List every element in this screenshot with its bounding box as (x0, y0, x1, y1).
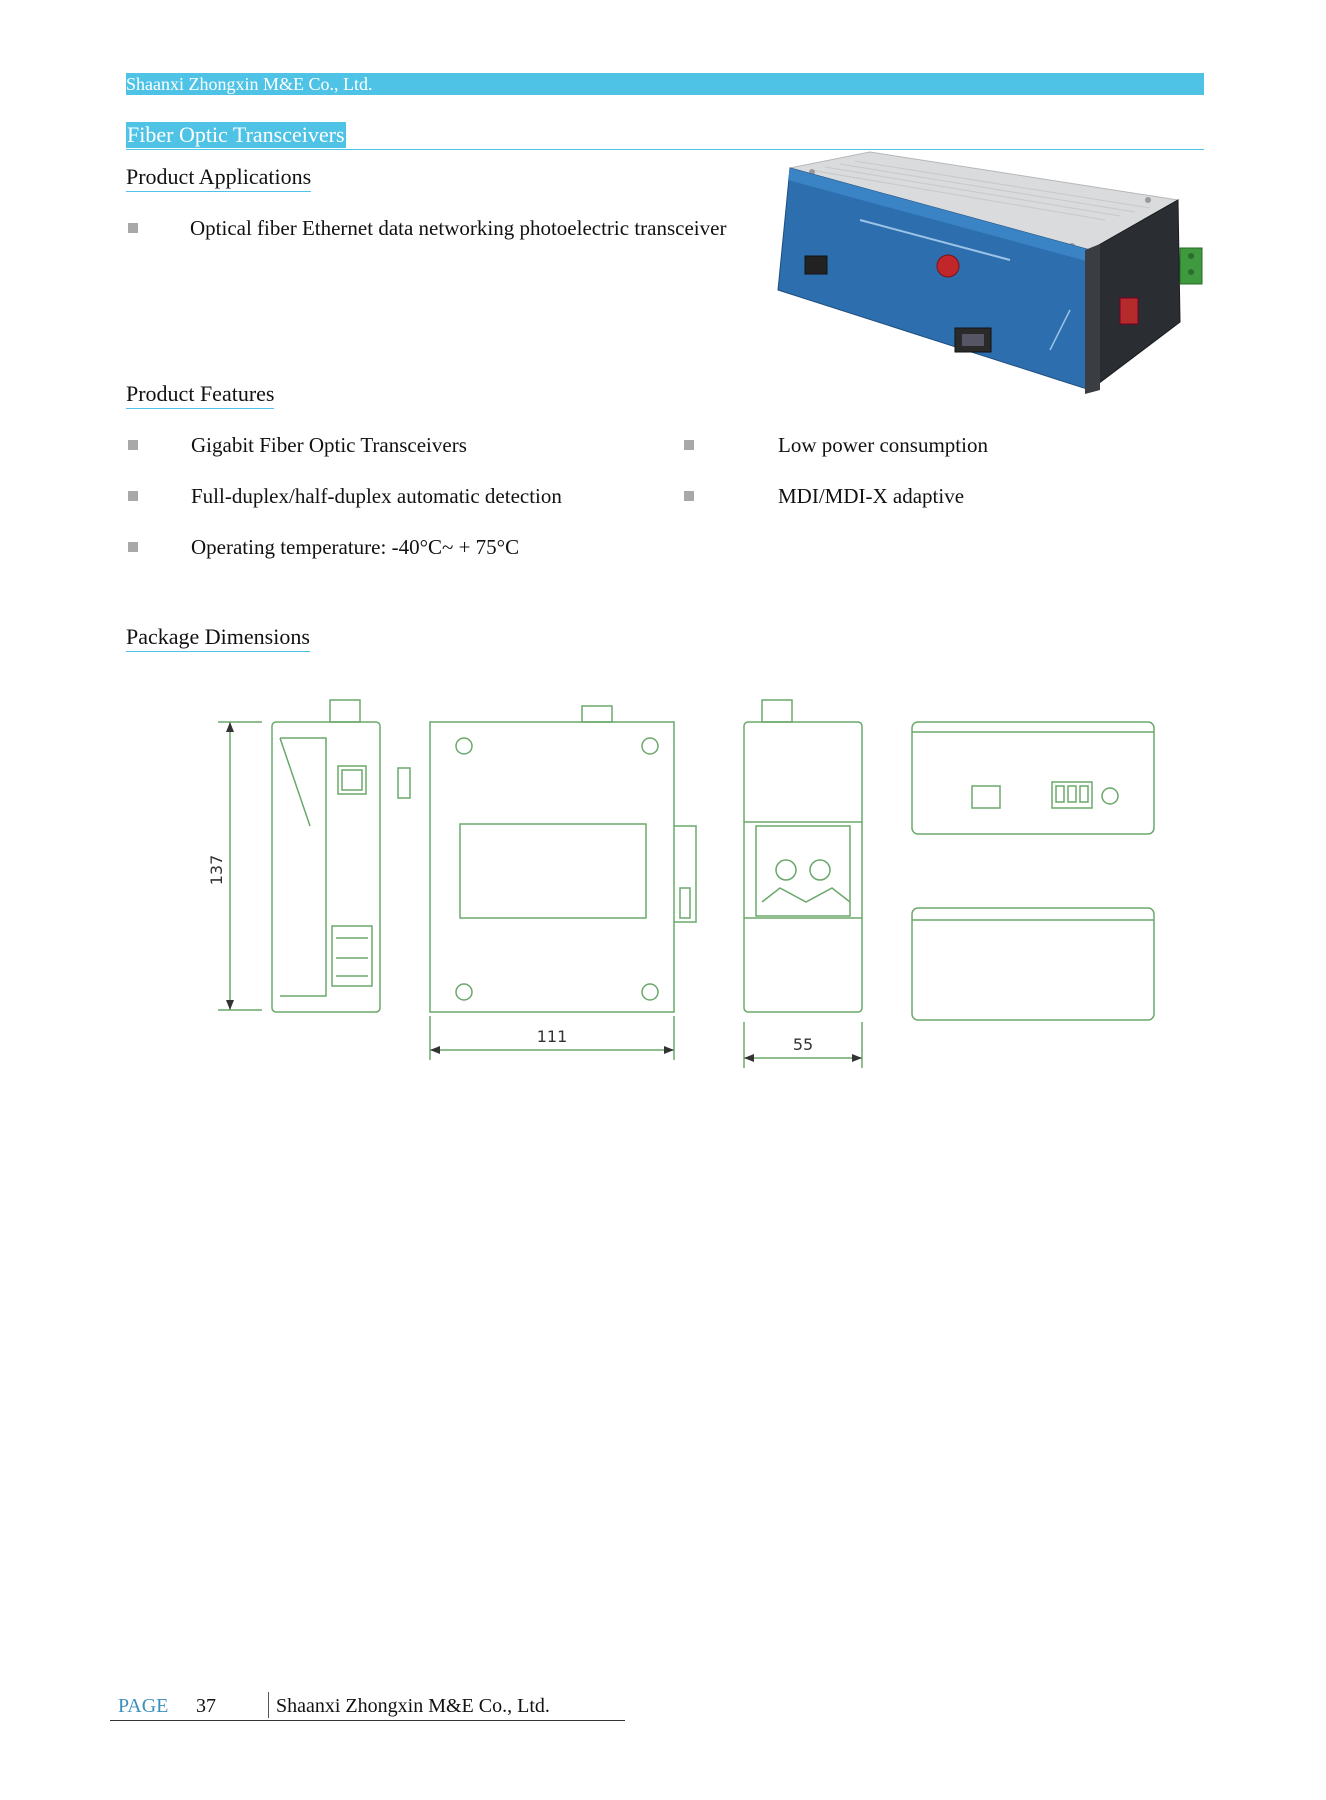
footer-rule (110, 1720, 625, 1721)
feature-text: MDI/MDI-X adaptive (778, 484, 965, 508)
depth-dimension-label: 55 (793, 1035, 813, 1054)
product-photo (777, 151, 1203, 394)
page-title: Fiber Optic Transceivers (126, 122, 346, 148)
bullet-square-icon (684, 440, 694, 450)
title-rule (126, 149, 1204, 150)
bullet-square-icon (128, 542, 138, 552)
width-dimension-label: 111 (537, 1027, 568, 1046)
header-bar: Shaanxi Zhongxin M&E Co., Ltd. (126, 73, 1204, 95)
height-dimension-label: 137 (207, 855, 226, 886)
bullet-square-icon (128, 491, 138, 501)
dimension-drawing: 137 111 55 (207, 699, 1155, 1068)
footer-page-number: 37 (196, 1695, 216, 1717)
dimensions-heading: Package Dimensions (126, 624, 310, 652)
footer-page-label: PAGE (118, 1695, 169, 1717)
feature-text: Full-duplex/half-duplex automatic detect… (191, 484, 562, 508)
feature-text: Gigabit Fiber Optic Transceivers (191, 433, 467, 457)
features-heading: Product Features (126, 381, 275, 409)
header-company: Shaanxi Zhongxin M&E Co., Ltd. (126, 74, 373, 94)
footer-divider (268, 1692, 269, 1718)
footer-company: Shaanxi Zhongxin M&E Co., Ltd. (276, 1695, 550, 1717)
page-footer: PAGE 37 Shaanxi Zhongxin M&E Co., Ltd. (110, 1692, 625, 1724)
feature-text: Operating temperature: -40°C~ + 75°C (191, 535, 520, 559)
bullet-square-icon (128, 223, 138, 233)
feature-text: Low power consumption (778, 433, 988, 457)
application-text: Optical fiber Ethernet data networking p… (190, 216, 727, 240)
applications-heading: Product Applications (126, 164, 312, 192)
bullet-square-icon (128, 440, 138, 450)
bullet-square-icon (684, 491, 694, 501)
